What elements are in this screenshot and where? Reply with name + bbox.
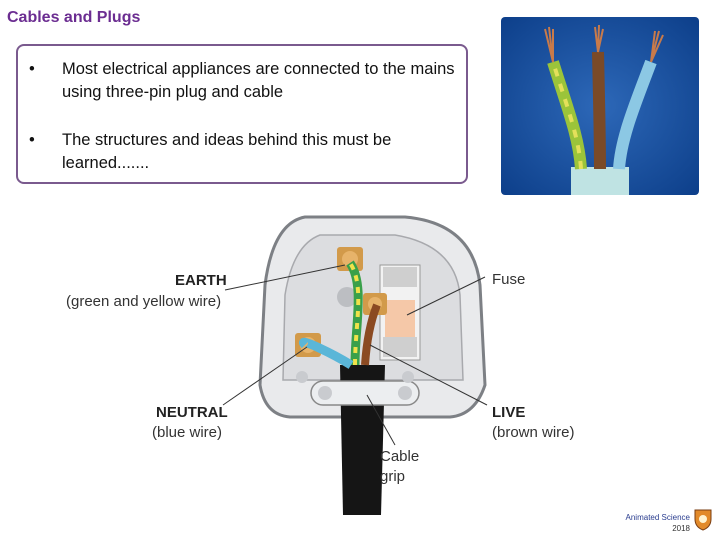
earth-label: EARTH xyxy=(175,272,227,289)
bullet-marker: • xyxy=(29,131,35,149)
animated-science-logo-icon xyxy=(694,509,712,531)
plug-diagram: EARTH (green and yellow wire) Fuse NEUTR… xyxy=(66,215,575,515)
footer-line-1: Animated Science xyxy=(625,513,690,522)
bullet-box: • Most electrical appliances are connect… xyxy=(16,44,468,184)
bullet-text: Most electrical appliances are connected… xyxy=(62,60,455,101)
slide-title: Cables and Plugs xyxy=(7,9,141,26)
fuse-label: Fuse xyxy=(492,271,525,288)
live-sub-label: (brown wire) xyxy=(492,424,575,441)
neutral-sub-label: (blue wire) xyxy=(152,424,222,441)
cable-grip-label: Cable xyxy=(380,448,419,465)
neutral-label: NEUTRAL xyxy=(156,404,228,421)
footer-credit: Animated Science 2018 xyxy=(604,512,690,534)
footer-line-2: 2018 xyxy=(672,524,690,533)
bullet-marker: • xyxy=(29,60,35,78)
cable-photo xyxy=(501,17,699,195)
live-label: LIVE xyxy=(492,404,525,421)
earth-sub-label: (green and yellow wire) xyxy=(66,293,221,310)
cable-grip-label-2: grip xyxy=(380,468,405,485)
bullet-text: The structures and ideas behind this mus… xyxy=(62,131,392,172)
